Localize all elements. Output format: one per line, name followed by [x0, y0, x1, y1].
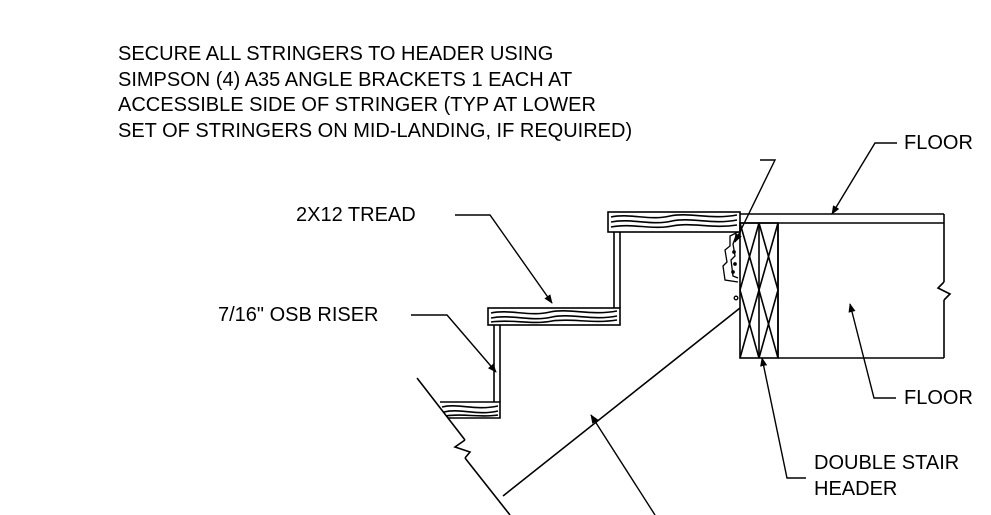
- floor-joist: [777, 223, 952, 359]
- double-stair-header: [739, 222, 779, 359]
- leader-lines: [411, 142, 897, 515]
- note-line-1: SECURE ALL STRINGERS TO HEADER USING: [118, 43, 554, 65]
- general-note: SECURE ALL STRINGERS TO HEADER USING SIM…: [118, 42, 632, 144]
- floor-joist-label: FLOOR: [904, 387, 973, 409]
- tread-middle: [487, 307, 621, 326]
- note-line-4: SET OF STRINGERS ON MID-LANDING, IF REQU…: [118, 119, 633, 142]
- tread-lower: [440, 401, 501, 419]
- floor-top-label: FLOOR: [904, 132, 973, 154]
- stair-header-label-line1: DOUBLE STAIR: [814, 452, 960, 474]
- note-line-3: ACCESSIBLE SIDE OF STRINGER (TYP AT LOWE…: [118, 94, 596, 116]
- a35-angle-bracket: [722, 231, 739, 301]
- riser-label: 7/16" OSB RISER: [218, 304, 379, 326]
- stair-stringer: [416, 307, 741, 515]
- note-line-2: SIMPSON (4) A35 ANGLE BRACKETS 1 EACH AT: [118, 68, 573, 91]
- tread-top: [607, 211, 741, 233]
- riser-upper: [613, 232, 621, 308]
- floor-sheathing: [740, 213, 945, 224]
- tread-label: 2X12 TREAD: [296, 204, 416, 226]
- riser-lower: [493, 325, 501, 402]
- stair-header-label-line2: HEADER: [814, 478, 898, 500]
